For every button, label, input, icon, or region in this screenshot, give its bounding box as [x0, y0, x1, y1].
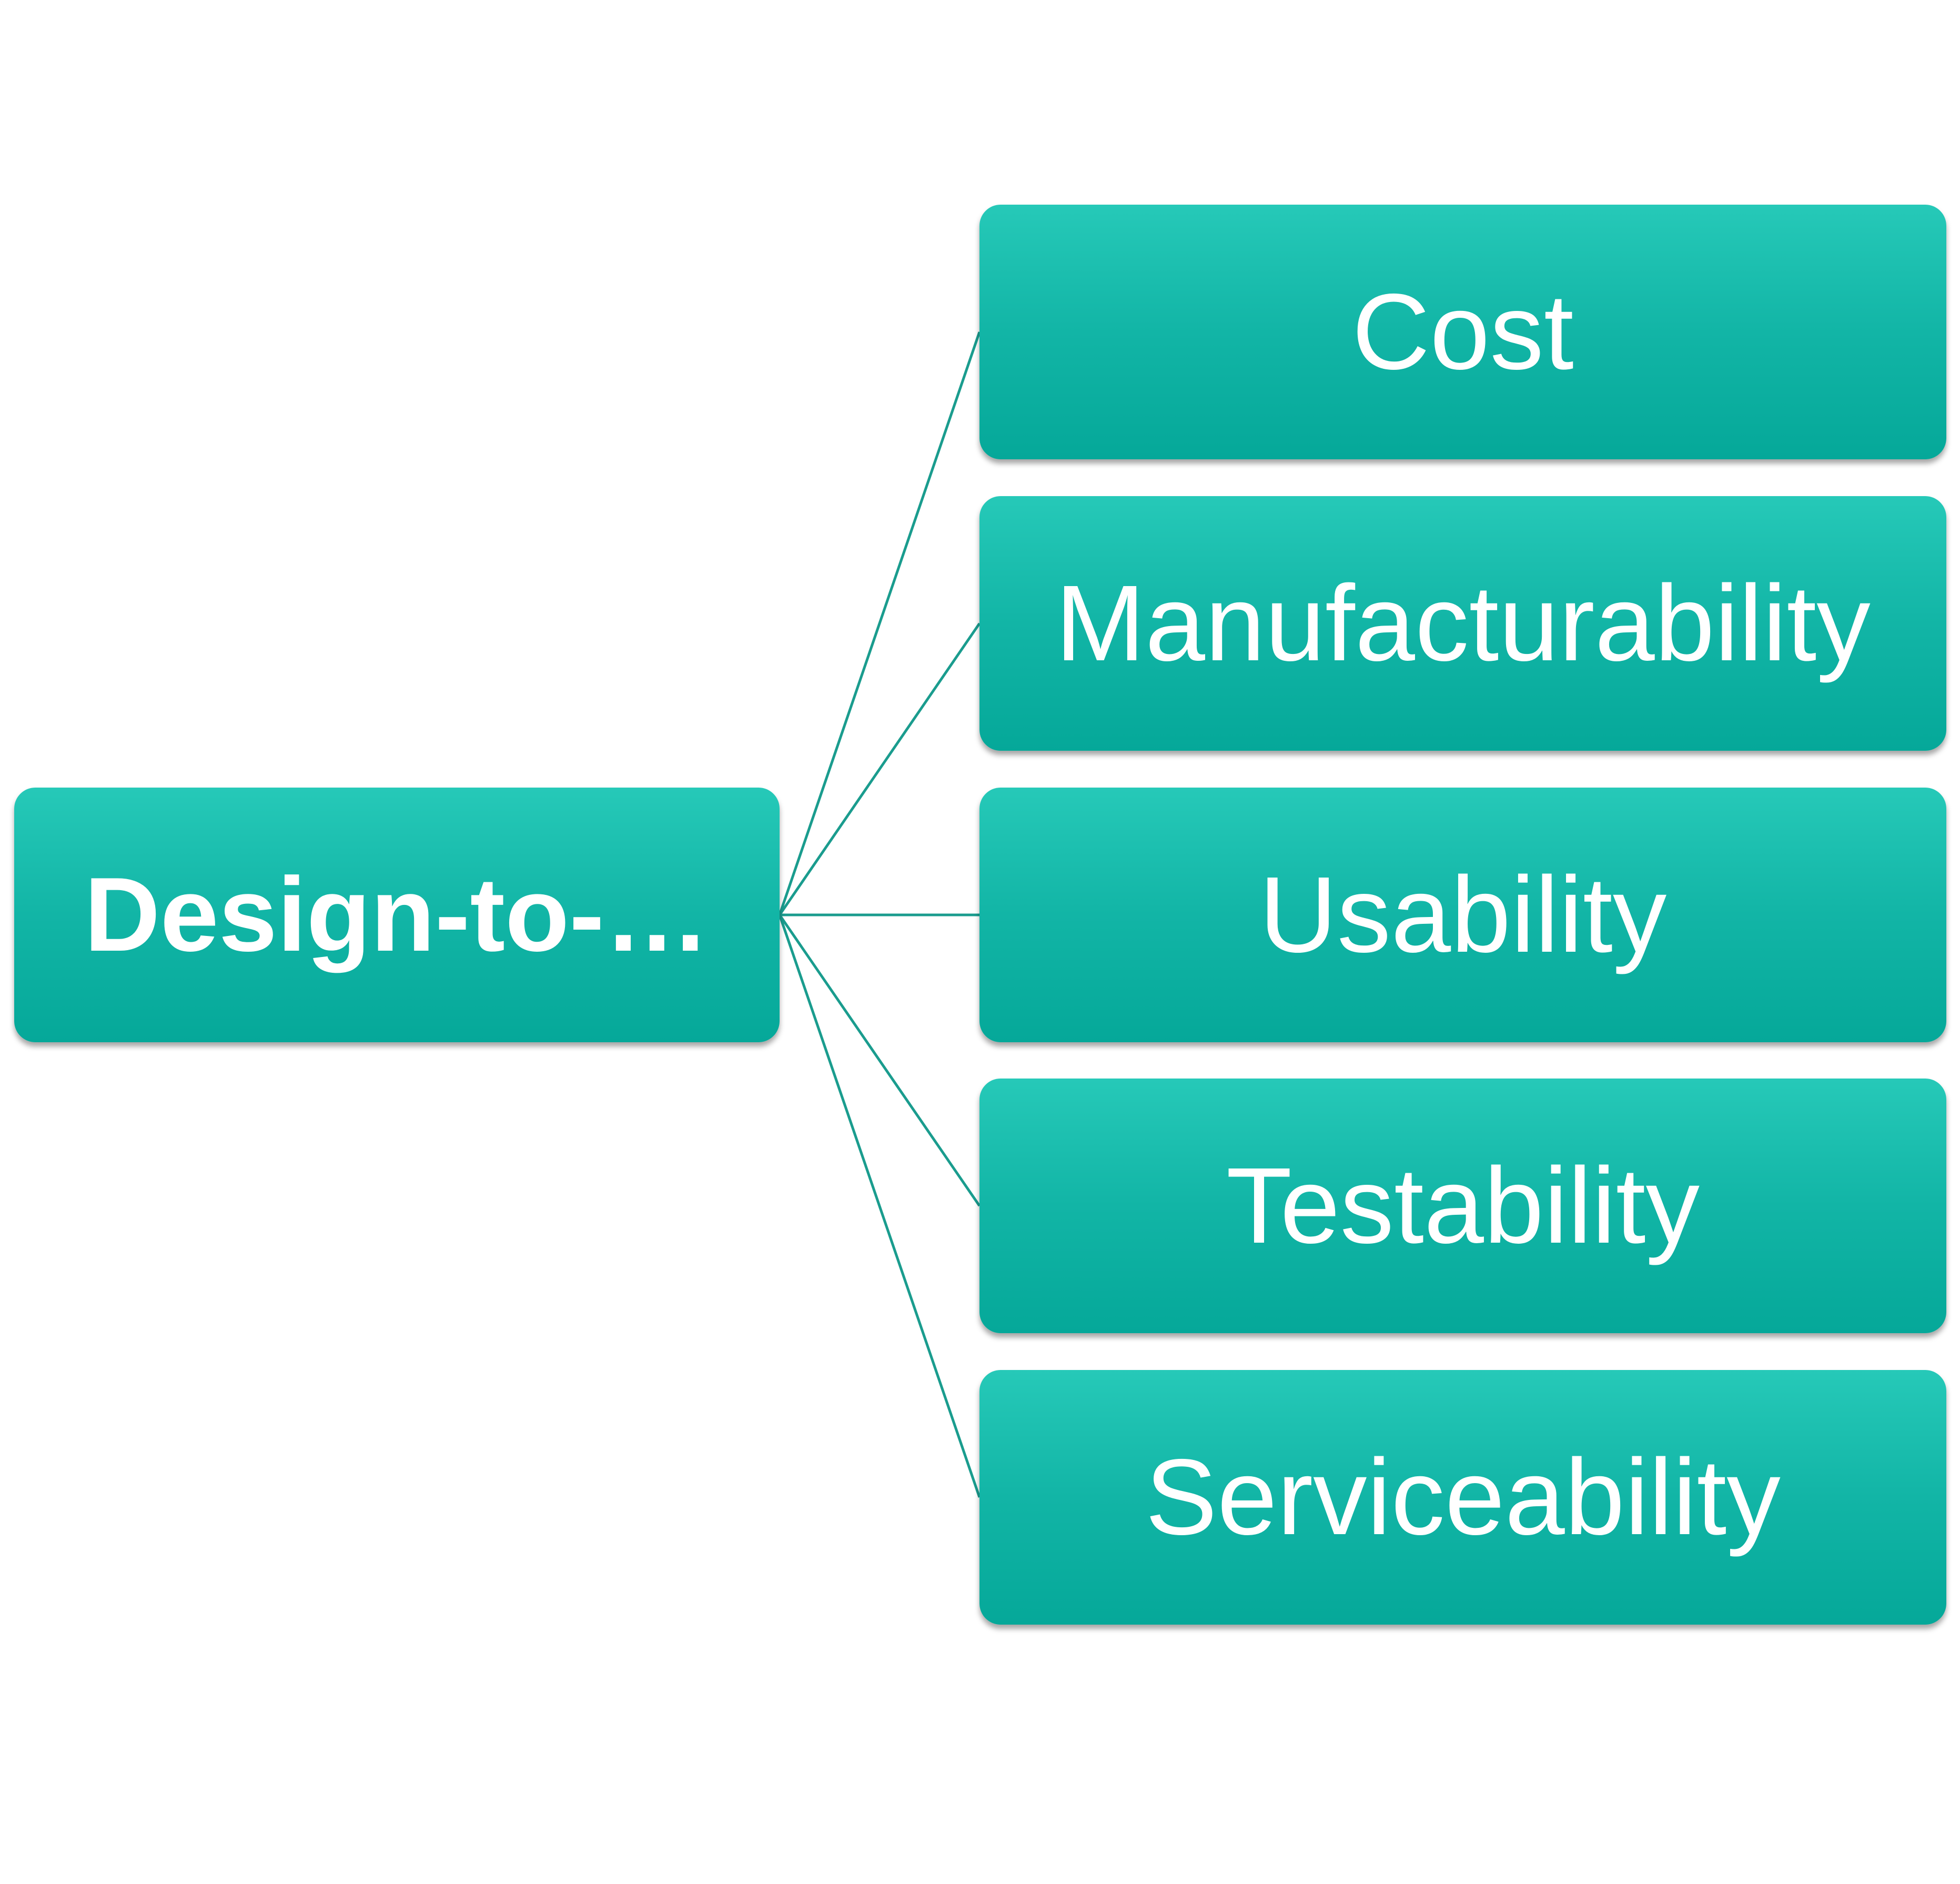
child-node-label: Usability: [1259, 854, 1667, 975]
child-node-label: Manufacturability: [1055, 563, 1871, 683]
child-node-label: Cost: [1352, 271, 1574, 392]
child-node-manufacturability: Manufacturability: [979, 496, 1946, 751]
child-node-label: Serviceability: [1145, 1437, 1781, 1557]
root-node-label: Design-to-…: [84, 856, 710, 973]
child-node-usability: Usability: [979, 788, 1946, 1042]
child-node-testability: Testability: [979, 1079, 1946, 1333]
child-node-serviceability: Serviceability: [979, 1370, 1946, 1625]
child-node-label: Testability: [1226, 1145, 1700, 1266]
connector-serviceability: [778, 914, 981, 1498]
connector-testability: [778, 914, 981, 1207]
connector-manufacturability: [778, 622, 981, 916]
child-node-cost: Cost: [979, 205, 1946, 459]
connector-cost: [778, 331, 981, 915]
root-node-design-to: Design-to-…: [14, 788, 780, 1042]
